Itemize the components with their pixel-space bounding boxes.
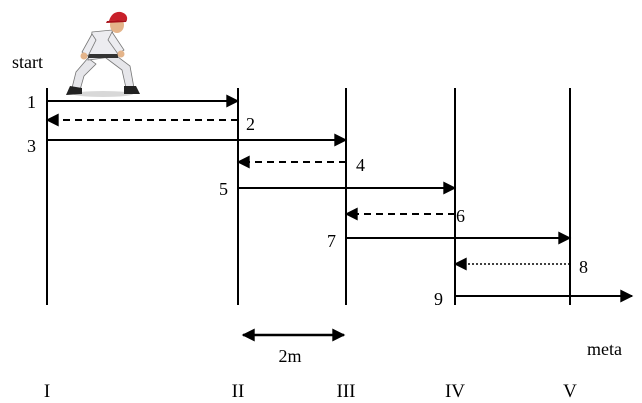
finish-label: meta bbox=[587, 339, 622, 359]
line-label-V: V bbox=[563, 381, 577, 402]
run-step-label-9: 9 bbox=[434, 289, 443, 309]
run-step-label-8: 8 bbox=[579, 257, 588, 277]
run-step-label-4: 4 bbox=[356, 155, 365, 175]
run-step-label-3: 3 bbox=[27, 136, 36, 156]
line-label-I: I bbox=[44, 381, 50, 402]
run-step-label-5: 5 bbox=[219, 179, 228, 199]
runs-group: 1 2 3 4 5 6 7 8 9 bbox=[27, 92, 634, 309]
start-lines-group bbox=[46, 88, 571, 305]
line-label-II: II bbox=[232, 381, 245, 402]
run-step-label-2: 2 bbox=[246, 114, 255, 134]
run-step-label-6: 6 bbox=[456, 206, 465, 226]
line-label-IV: IV bbox=[445, 381, 465, 402]
run-step-label-1: 1 bbox=[27, 92, 36, 112]
baseball-player-icon bbox=[66, 11, 140, 97]
line-label-III: III bbox=[337, 381, 356, 402]
run-step-label-7: 7 bbox=[327, 231, 336, 251]
distance-label: 2m bbox=[278, 346, 301, 366]
start-label: start bbox=[12, 52, 43, 72]
